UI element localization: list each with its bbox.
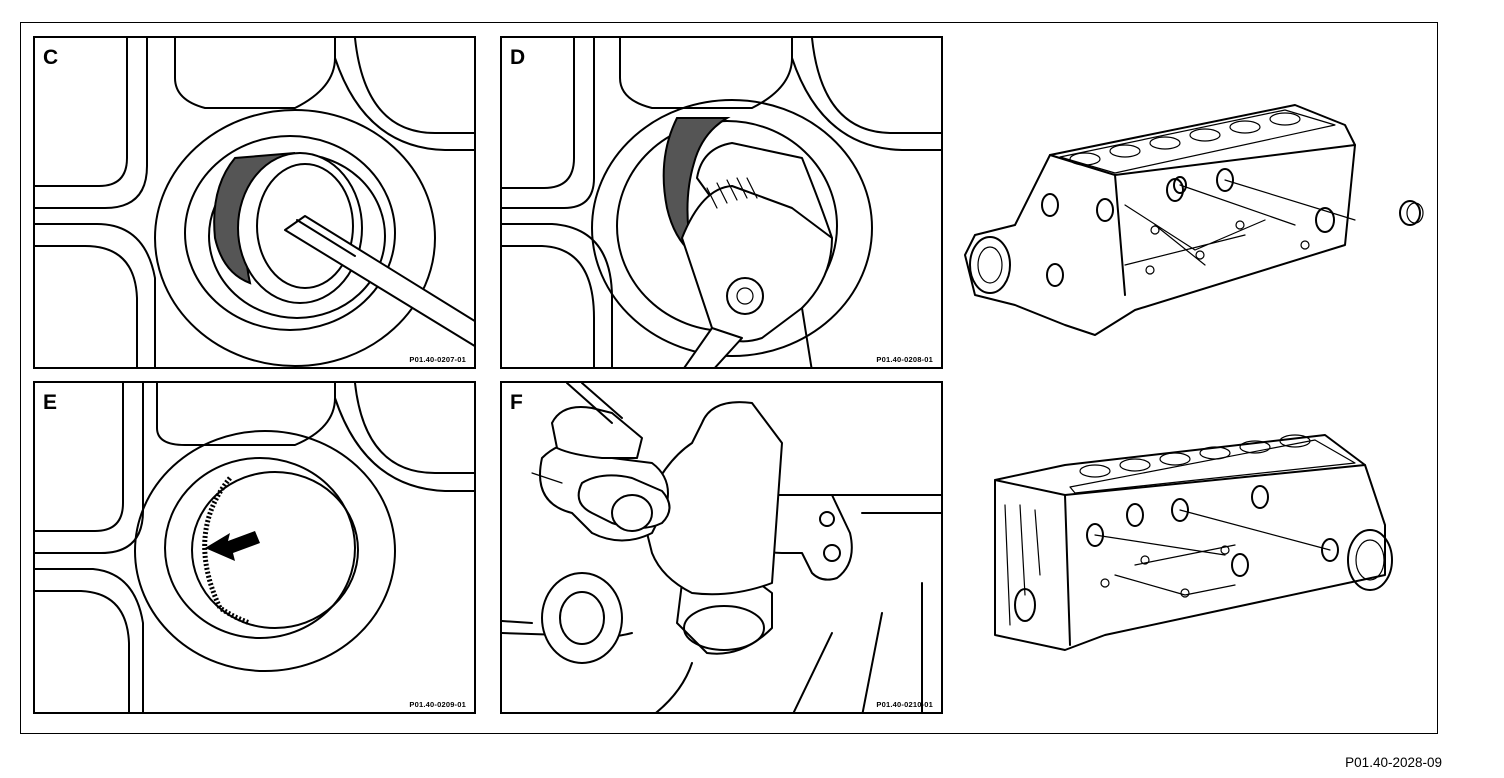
hand-driving-in-plug-icon: [502, 383, 941, 712]
panel-letter: F: [510, 391, 523, 414]
panel-letter: C: [43, 46, 59, 69]
screwdriver-prying-plug-icon: [35, 38, 474, 367]
panel-code: P01.40-0207-01: [409, 355, 466, 364]
figure-code: P01.40-2028-09: [1345, 755, 1442, 770]
panel-code: P01.40-0208-01: [876, 355, 933, 364]
engine-block-exploded-plugs-icon: [964, 104, 1424, 336]
panel-letter: D: [510, 46, 526, 69]
panel-d: D P01.40-0208-01: [500, 36, 943, 369]
panel-code: P01.40-0209-01: [409, 700, 466, 709]
panel-c: C P01.40-0207-01: [33, 36, 476, 369]
panel-letter: E: [43, 391, 58, 414]
panel-code: P01.40-0210-01: [876, 700, 933, 709]
panel-f: F P01.40-0210-01: [500, 381, 943, 714]
panel-e: E P01.40-0209-01: [33, 381, 476, 714]
figure-frame: [20, 22, 1438, 734]
plug-bore-with-arrow-icon: [35, 383, 474, 712]
pliers-removing-plug-icon: [502, 38, 941, 367]
engine-block-plugs-fitted-icon: [994, 434, 1393, 651]
